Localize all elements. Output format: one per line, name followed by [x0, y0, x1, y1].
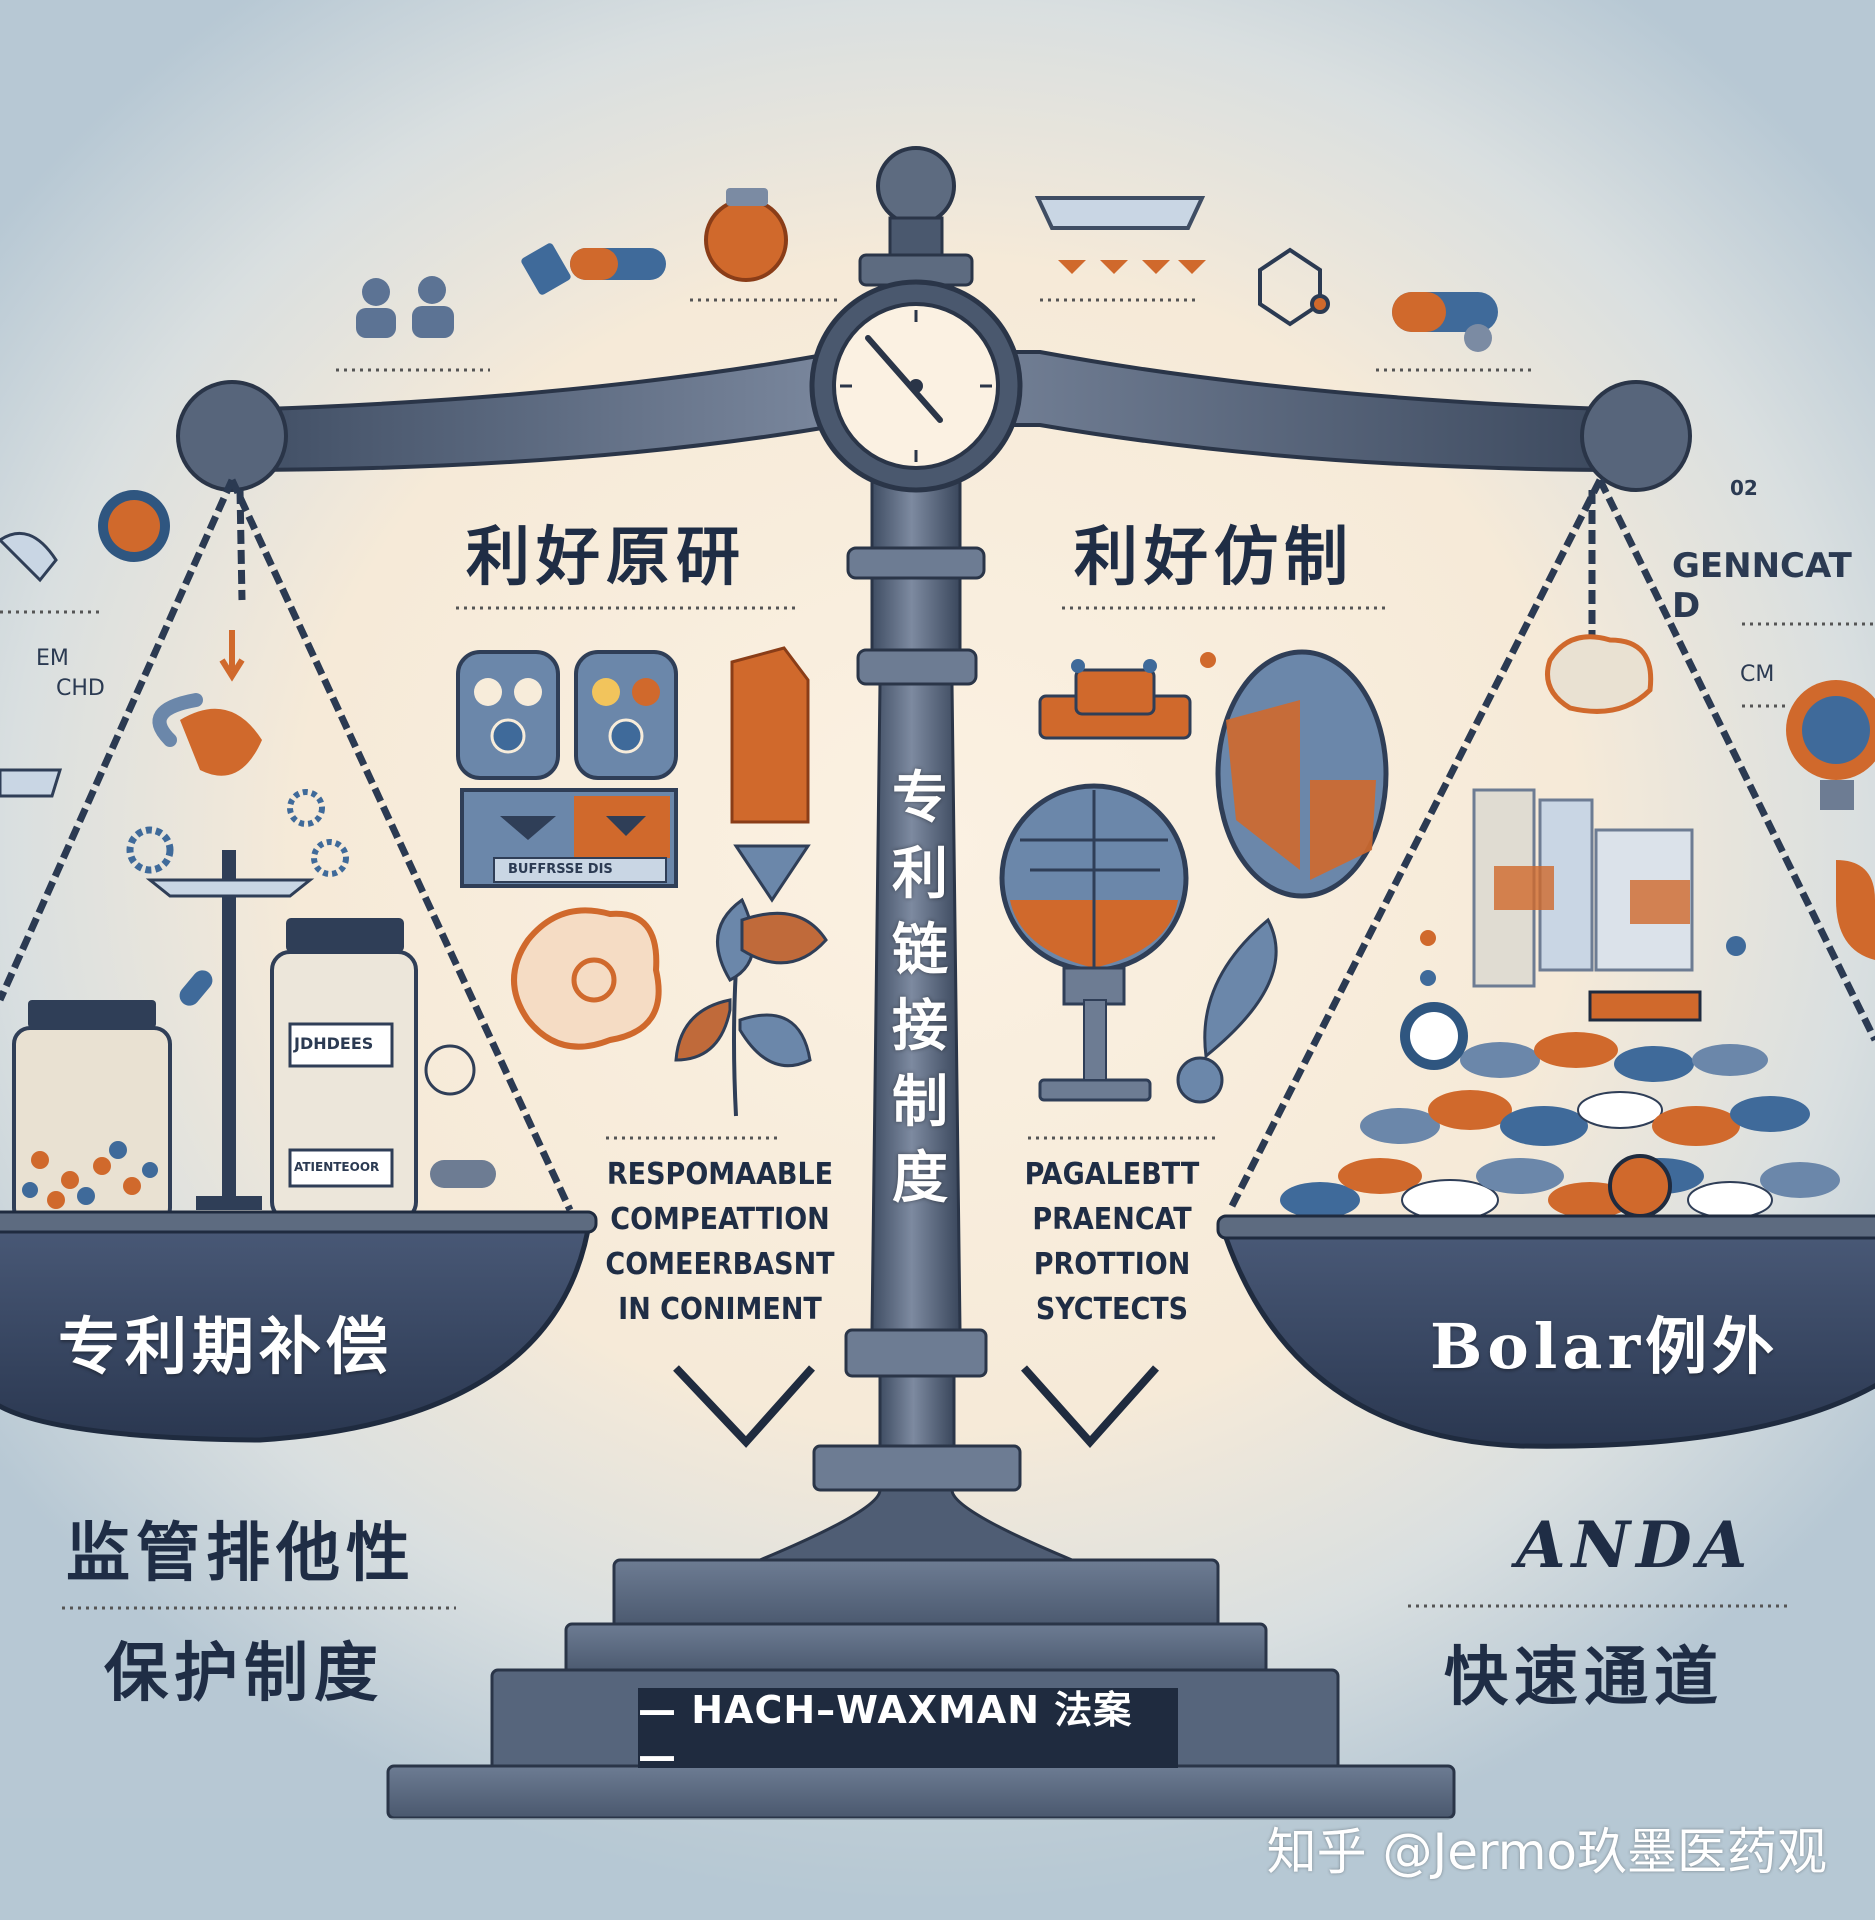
patent-linkage-char-2: 利: [892, 841, 948, 907]
check-mark-left: [673, 1365, 815, 1448]
right-chains: [1226, 478, 1875, 1212]
center-right-line-2: PRAENCAT: [1032, 1202, 1192, 1237]
patent-linkage-char-3: 链: [892, 917, 948, 983]
center-left-line-2: COMPEATTION: [610, 1202, 830, 1237]
patent-linkage-char-6: 度: [892, 1145, 948, 1211]
label-benefit-generic: 利好仿制: [1074, 520, 1354, 595]
center-left-line-1: RESPOMAABLE: [606, 1157, 834, 1192]
left-chains: [0, 478, 574, 1212]
pressure-gauge-icon: [809, 279, 1023, 493]
tray-icon: [1034, 196, 1206, 274]
capsule-icon: [521, 243, 666, 295]
pills-pile: [1280, 1032, 1840, 1221]
people-icon: [356, 276, 454, 338]
center-right-english-text: PAGALEBTT PRAENCAT PROTTION SYCTECTS: [1004, 1152, 1220, 1332]
center-right-icons: [999, 649, 1389, 1140]
center-right-line-4: SYCTECTS: [1035, 1292, 1189, 1327]
right-pan: [1216, 1214, 1875, 1449]
center-left-line-4: IN CONIMENT: [618, 1292, 822, 1327]
center-right-line-1: PAGALEBTT: [1024, 1157, 1200, 1192]
label-patent-linkage: 专 利 链 接 制 度: [885, 760, 955, 1216]
label-regulatory-exclusivity: 监管排他性: [66, 1516, 416, 1591]
center-left-icons: [456, 646, 828, 1140]
jar-label-large-sub: ATIENTEOOR: [294, 1160, 380, 1174]
separator-lines: [62, 606, 1788, 1610]
patent-linkage-char-4: 接: [892, 993, 948, 1059]
left-pan: [0, 1210, 598, 1443]
check-mark-right: [1021, 1365, 1159, 1449]
label-side-left-chd: CHD: [56, 676, 105, 701]
center-left-line-3: COMEERBASNT: [605, 1247, 835, 1282]
jar-label-large: JDHDEES: [294, 1034, 374, 1053]
center-right-line-3: PROTTION: [1033, 1247, 1191, 1282]
left-pan-items: [0, 490, 496, 1226]
patent-linkage-char-1: 专: [892, 765, 948, 831]
watermark: 知乎 @Jermo玖墨医药观: [1266, 1823, 1827, 1881]
label-side-right-cm: CM: [1740, 662, 1775, 687]
label-benefit-originator: 利好原研: [466, 520, 746, 595]
top-icons: [336, 188, 1534, 372]
scale-pillar: [759, 146, 1073, 1562]
label-side-right-number: 02: [1730, 476, 1758, 500]
coin-icon: [704, 188, 788, 282]
pill-icon: [1392, 292, 1498, 352]
label-anda: ANDA: [1516, 1508, 1754, 1583]
label-side-left-em: EM: [36, 646, 69, 671]
label-patent-term-extension: 专利期补偿: [58, 1310, 394, 1383]
label-bolar-exception: Bolar例外: [1430, 1310, 1780, 1383]
center-left-english-text: RESPOMAABLE COMPEATTION COMEERBASNT IN C…: [596, 1152, 844, 1332]
patent-linkage-char-5: 制: [892, 1069, 948, 1135]
hatch-waxman-act-plate: — HACH–WAXMAN 法案 —: [638, 1688, 1178, 1778]
label-side-right: GENNCAT D: [1672, 546, 1852, 626]
label-fast-track: 快速通道: [1444, 1640, 1724, 1715]
right-pan-items: [1280, 622, 1875, 1221]
molecule-icon: [1258, 247, 1330, 327]
card-label: BUFFRSSE DIS: [508, 862, 613, 877]
label-protection-system: 保护制度: [104, 1636, 384, 1711]
